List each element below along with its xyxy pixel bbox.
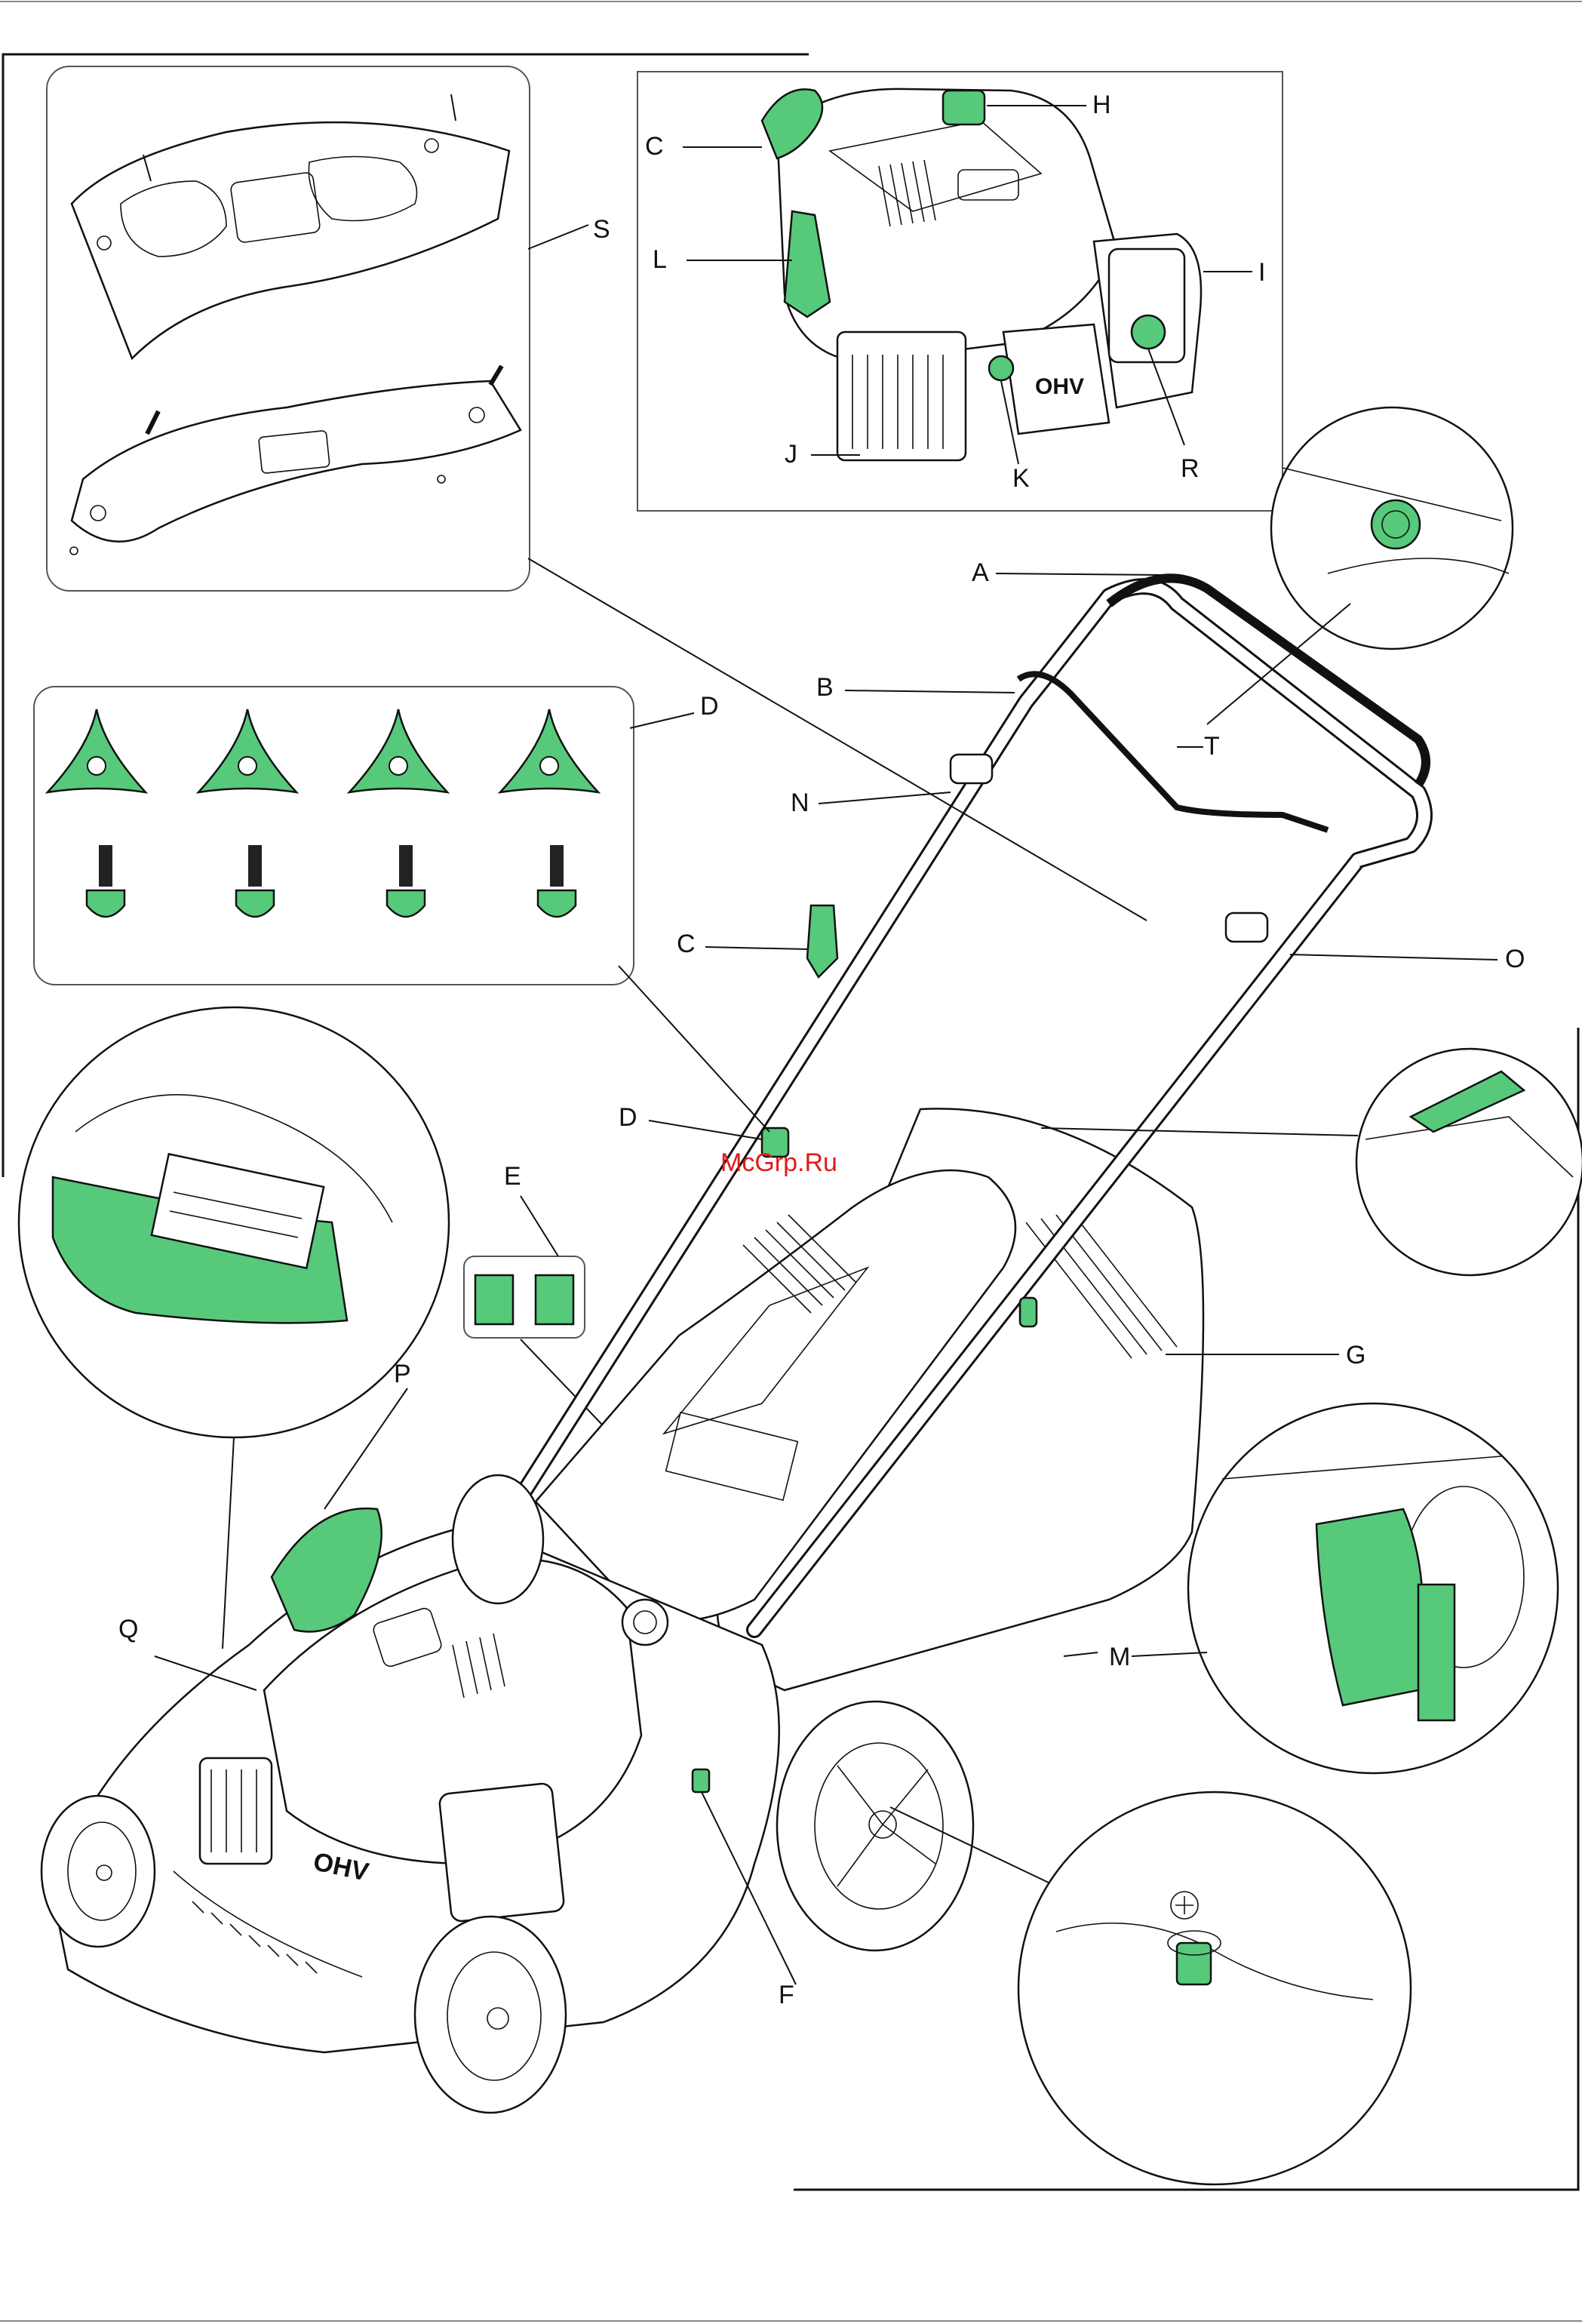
wheel-rear-left xyxy=(453,1475,543,1603)
label-D-kit: D xyxy=(700,692,719,721)
adjuster-F xyxy=(693,1769,709,1792)
knob-kit-inset-D xyxy=(34,687,694,985)
height-adjuster xyxy=(1177,1943,1211,1984)
engine-badge-ohv-top: OHV xyxy=(1035,374,1084,399)
label-I: I xyxy=(1258,258,1265,287)
watermark: McGrp.Ru xyxy=(720,1148,837,1177)
callout-button xyxy=(1372,500,1420,549)
label-K: K xyxy=(1012,464,1030,493)
wheel-front-right xyxy=(415,1917,566,2113)
label-B: B xyxy=(816,673,834,702)
clip-right xyxy=(536,1275,573,1324)
label-S: S xyxy=(593,215,610,244)
clip-left xyxy=(475,1275,513,1324)
label-G: G xyxy=(1346,1341,1365,1370)
label-F: F xyxy=(779,1981,794,2009)
label-R: R xyxy=(1181,454,1200,483)
primer-K xyxy=(989,356,1013,380)
starter-handle-C xyxy=(807,905,837,977)
label-T: T xyxy=(1204,732,1220,761)
cable-guide-N xyxy=(951,755,992,783)
label-M: M xyxy=(1109,1643,1130,1671)
drive-lever-T xyxy=(1018,674,1328,830)
fuel-cap-H xyxy=(943,91,985,124)
handle-knob-right xyxy=(1020,1298,1037,1326)
knob-R xyxy=(1132,315,1165,349)
label-P: P xyxy=(394,1360,411,1388)
label-C-engine: C xyxy=(645,132,664,161)
label-A: A xyxy=(972,558,989,587)
engine-detail-inset: OHV xyxy=(637,72,1282,511)
label-D-handle: D xyxy=(619,1103,637,1132)
callout-left xyxy=(19,1007,449,1649)
label-C-handle: C xyxy=(677,930,696,958)
label-E: E xyxy=(504,1162,521,1191)
label-O: O xyxy=(1505,945,1525,973)
fuel-cap xyxy=(622,1600,668,1645)
label-N: N xyxy=(791,788,809,817)
mulch-plug-tab xyxy=(1418,1585,1455,1720)
wheel-front-left xyxy=(41,1796,155,1947)
label-J: J xyxy=(785,440,797,469)
handle-cover-inset-S xyxy=(47,66,530,591)
label-Q: Q xyxy=(118,1615,138,1643)
wheel-rear-right xyxy=(777,1702,973,1950)
label-H: H xyxy=(1092,91,1111,119)
cable-guide-O xyxy=(1226,913,1267,942)
label-L: L xyxy=(653,245,667,274)
